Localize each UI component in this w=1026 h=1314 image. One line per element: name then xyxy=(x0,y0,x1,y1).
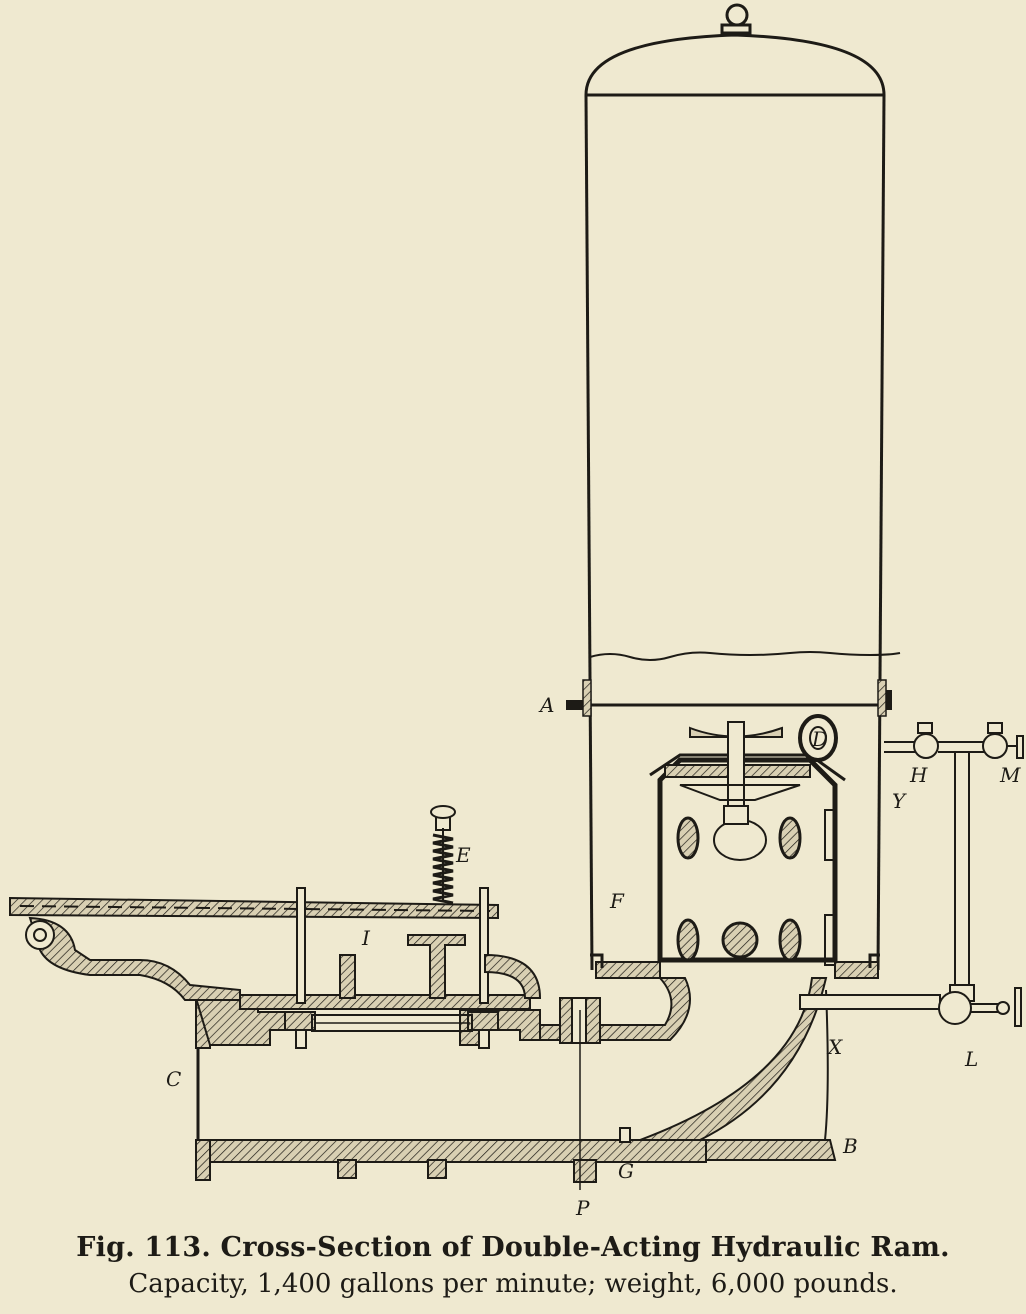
hydraulic-ram-drawing: A D H M Y E F I X L C B G P xyxy=(9,3,1024,1220)
label-y: Y xyxy=(892,789,907,813)
label-b: B xyxy=(842,1134,858,1158)
label-c: C xyxy=(166,1067,181,1091)
label-h: H xyxy=(909,763,928,787)
label-x: X xyxy=(826,1035,843,1059)
label-f: F xyxy=(609,889,625,913)
ram-body-casting xyxy=(194,977,837,1190)
external-piping xyxy=(799,722,1024,1027)
part-labels: A D H M Y E F I X L C B G P xyxy=(166,693,1021,1220)
label-m: M xyxy=(999,763,1021,787)
figure-caption: Fig. 113. Cross-Section of Double-Acting… xyxy=(0,1230,1026,1302)
label-i: I xyxy=(361,926,371,950)
lever-assembly xyxy=(9,805,542,1049)
air-chamber xyxy=(584,3,901,971)
caption-title: Fig. 113. Cross-Section of Double-Acting… xyxy=(76,1232,950,1263)
label-p: P xyxy=(575,1196,590,1220)
label-g: G xyxy=(618,1159,634,1183)
flange-bolts xyxy=(566,679,892,717)
label-a: A xyxy=(538,693,554,717)
caption-subtitle: Capacity, 1,400 gallons per minute; weig… xyxy=(128,1269,898,1299)
label-d: D xyxy=(811,727,828,751)
label-l: L xyxy=(964,1047,978,1071)
valve-box xyxy=(649,714,846,966)
label-e: E xyxy=(455,843,471,867)
